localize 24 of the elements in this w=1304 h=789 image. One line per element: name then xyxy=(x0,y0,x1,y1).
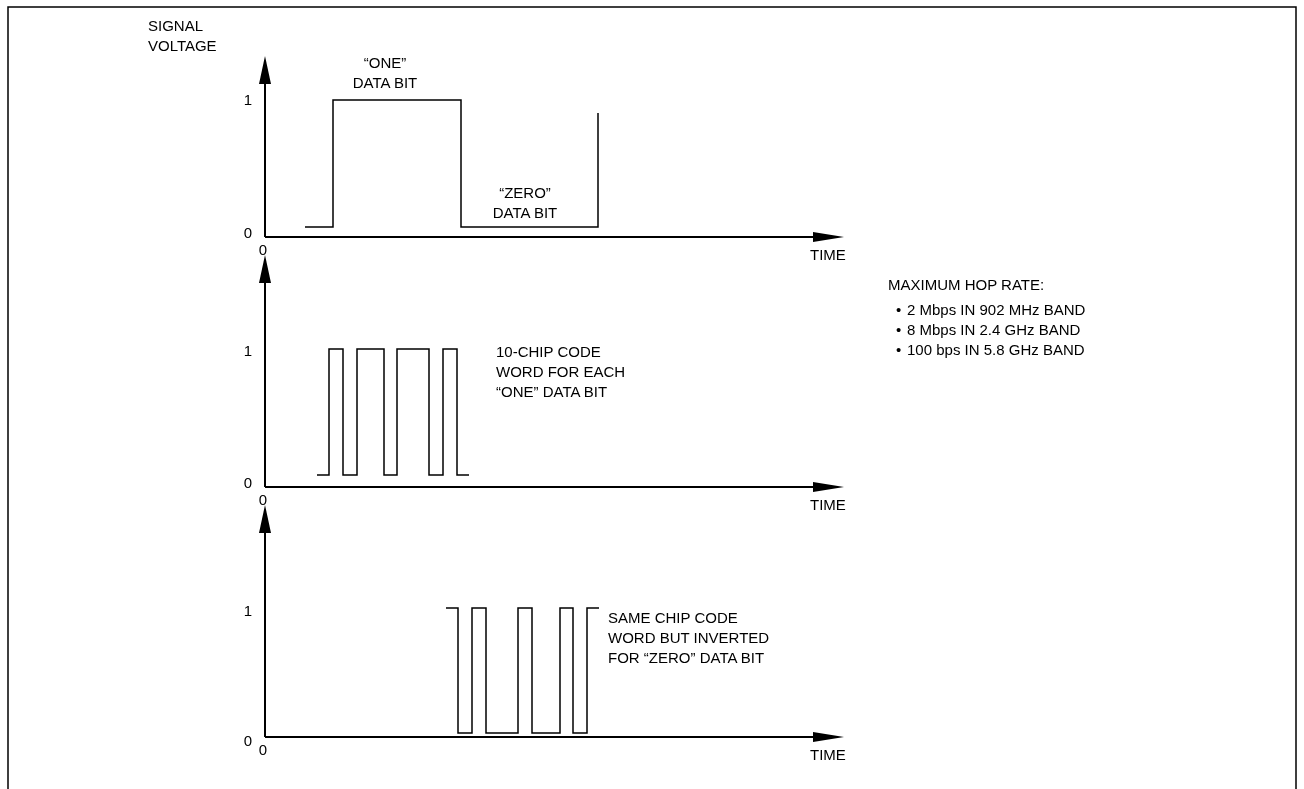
tick-label: 0 xyxy=(242,731,252,751)
note-heading: MAXIMUM HOP RATE: xyxy=(888,275,1046,295)
axis-title: SIGNAL VOLTAGE xyxy=(148,16,218,56)
tick-label: 0 xyxy=(242,223,252,243)
bullet-mark: • xyxy=(896,340,903,360)
tick-label: 0 xyxy=(242,473,252,493)
axis-label: TIME xyxy=(810,745,847,765)
tick-label: 1 xyxy=(242,601,252,621)
bullet-mark: • xyxy=(896,320,903,340)
waveform-label: 10-CHIP CODE WORD FOR EACH “ONE” DATA BIT xyxy=(496,342,627,402)
tick-label: 0 xyxy=(257,490,269,510)
note-item: 2 Mbps IN 902 MHz BAND xyxy=(907,300,1087,320)
tick-label: 1 xyxy=(242,341,252,361)
waveform-label: “ZERO” DATA BIT xyxy=(491,183,559,223)
waveform-label: SAME CHIP CODE WORD BUT INVERTED FOR “ZERO” DATA BIT xyxy=(608,608,771,668)
tick-label: 1 xyxy=(242,90,252,110)
tick-label: 0 xyxy=(257,740,269,760)
note-item: 8 Mbps IN 2.4 GHz BAND xyxy=(907,320,1082,340)
tick-label: 0 xyxy=(257,240,269,260)
waveform-label: “ONE” DATA BIT xyxy=(351,53,419,93)
axis-label: TIME xyxy=(810,495,847,515)
bullet-mark: • xyxy=(896,300,903,320)
axis-label: TIME xyxy=(810,245,847,265)
note-item: 100 bps IN 5.8 GHz BAND xyxy=(907,340,1086,360)
